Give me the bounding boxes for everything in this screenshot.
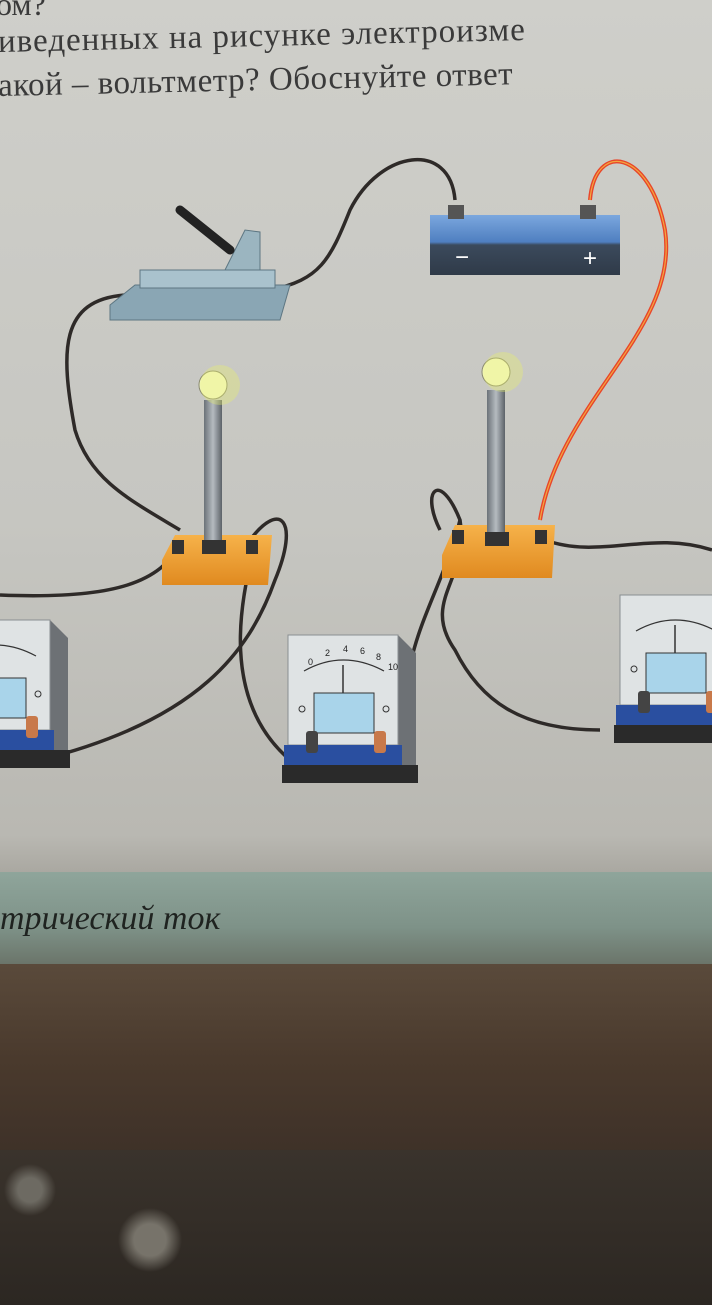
knife-switch: [109, 205, 291, 321]
battery-minus-label: −: [455, 244, 469, 271]
lamp-left: [162, 365, 272, 585]
scale-label: 0: [308, 657, 313, 667]
meter-left: [0, 619, 71, 769]
section-band: [0, 872, 712, 964]
battery: − +: [430, 205, 620, 275]
wires: [0, 157, 712, 781]
text-line: ом?: [0, 0, 46, 22]
circuit-illustration: − + 0 2 4 6 8 10: [0, 157, 712, 784]
battery-plus-label: +: [583, 245, 597, 272]
lamp-right: [442, 352, 555, 578]
scale-label: 4: [343, 644, 348, 654]
meter-center: 0 2 4 6 8 10: [281, 634, 419, 784]
scale-label: 8: [376, 652, 381, 662]
meter-right: [613, 594, 712, 744]
carpet-background: [0, 1150, 712, 1305]
section-caption: трический ток: [0, 900, 221, 937]
page-shadow: [0, 964, 712, 1154]
scale-label: 6: [360, 646, 365, 656]
scale-label: 10: [388, 662, 398, 672]
scale-label: 2: [325, 648, 330, 658]
